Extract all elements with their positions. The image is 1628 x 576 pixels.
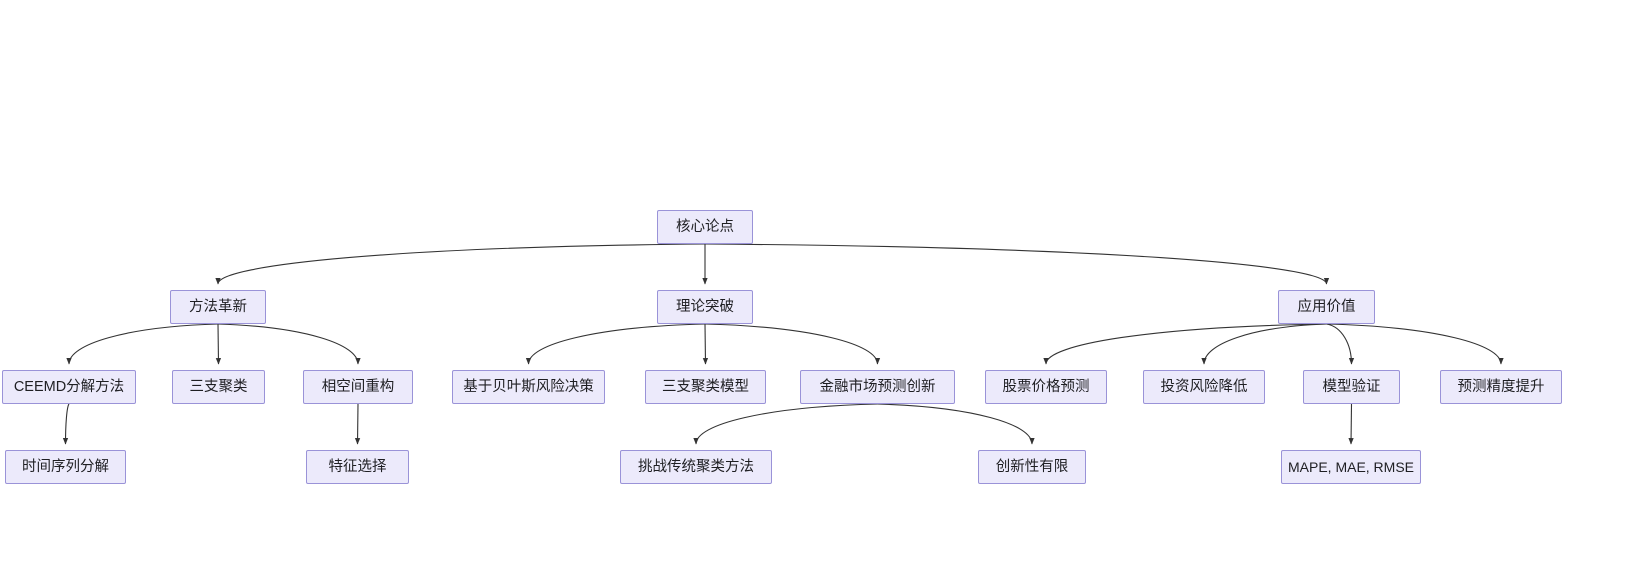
node-n6[interactable]: 相空间重构 — [303, 370, 413, 404]
node-label: 挑战传统聚类方法 — [638, 458, 754, 475]
node-label: 特征选择 — [328, 458, 387, 475]
node-label: 应用价值 — [1297, 298, 1356, 315]
edge-n0-n1 — [215, 243, 706, 285]
edge-n4-n14 — [62, 403, 70, 445]
node-label: 方法革新 — [189, 298, 247, 315]
node-n18[interactable]: MAPE, MAE, RMSE — [1281, 450, 1421, 484]
edge-n2-n7 — [525, 323, 706, 365]
node-label: 创新性有限 — [995, 458, 1069, 475]
edge-n1-n6 — [217, 323, 361, 365]
edge-n9-n16 — [693, 403, 878, 445]
node-n9[interactable]: 金融市场预测创新 — [800, 370, 955, 404]
node-label: 三支聚类 — [189, 378, 248, 395]
edge-n3-n11 — [1201, 323, 1327, 365]
edge-n1-n5 — [215, 323, 222, 365]
node-label: MAPE, MAE, RMSE — [1287, 459, 1415, 475]
node-label: 模型验证 — [1322, 378, 1381, 395]
node-n7[interactable]: 基于贝叶斯风险决策 — [452, 370, 605, 404]
node-n4[interactable]: CEEMD分解方法 — [2, 370, 136, 404]
node-n16[interactable]: 挑战传统聚类方法 — [620, 450, 772, 484]
node-n17[interactable]: 创新性有限 — [978, 450, 1086, 484]
node-n5[interactable]: 三支聚类 — [172, 370, 265, 404]
node-label: 相空间重构 — [321, 378, 395, 395]
edge-n12-n18 — [1348, 403, 1354, 445]
node-label: 预测精度提升 — [1457, 378, 1545, 395]
node-label: 投资风险降低 — [1160, 378, 1248, 395]
edge-n3-n12 — [1326, 323, 1355, 365]
node-label: 时间序列分解 — [22, 458, 109, 475]
node-label: 三支聚类模型 — [662, 378, 749, 395]
node-label: 理论突破 — [676, 298, 734, 315]
node-label: 核心论点 — [676, 218, 734, 235]
node-n2[interactable]: 理论突破 — [657, 290, 753, 324]
edge-n1-n4 — [66, 323, 219, 365]
node-label: 股票价格预测 — [1002, 378, 1090, 395]
node-n8[interactable]: 三支聚类模型 — [645, 370, 766, 404]
node-n13[interactable]: 预测精度提升 — [1440, 370, 1562, 404]
edge-n2-n9 — [704, 323, 881, 365]
edge-n6-n15 — [354, 403, 361, 445]
node-n12[interactable]: 模型验证 — [1303, 370, 1400, 404]
edge-n2-n8 — [702, 323, 709, 365]
node-n11[interactable]: 投资风险降低 — [1143, 370, 1265, 404]
node-label: CEEMD分解方法 — [13, 378, 125, 395]
node-n0[interactable]: 核心论点 — [657, 210, 753, 244]
edge-n3-n10 — [1043, 323, 1327, 365]
edge-n3-n13 — [1326, 323, 1504, 365]
node-label: 金融市场预测创新 — [819, 378, 936, 395]
node-n10[interactable]: 股票价格预测 — [985, 370, 1107, 404]
node-label: 基于贝叶斯风险决策 — [463, 378, 594, 395]
node-n15[interactable]: 特征选择 — [306, 450, 409, 484]
node-n3[interactable]: 应用价值 — [1278, 290, 1375, 324]
node-n14[interactable]: 时间序列分解 — [5, 450, 126, 484]
node-n1[interactable]: 方法革新 — [170, 290, 266, 324]
edge-n9-n17 — [877, 403, 1035, 445]
edge-n0-n3 — [704, 243, 1330, 285]
